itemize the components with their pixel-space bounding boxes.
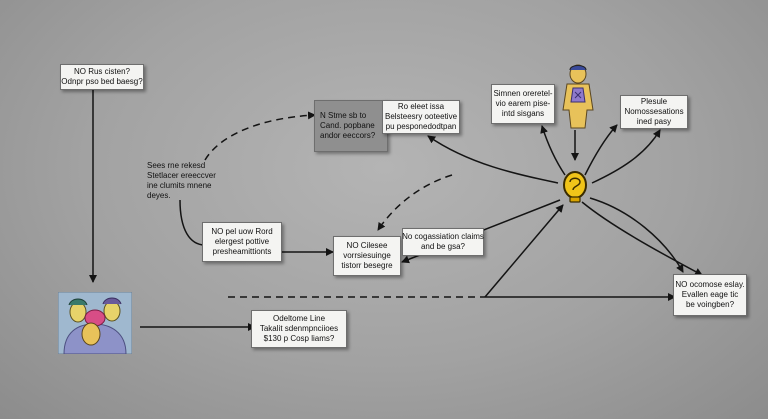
- node-top-right-figure-label-line-1: Simnen oreretel-: [493, 89, 553, 98]
- lightbulb-icon: [563, 171, 587, 203]
- node-center-box-line-1: NO Cilesee: [346, 241, 388, 250]
- node-bottom-box-line-1: Odeltome Line: [272, 314, 326, 323]
- edge-curve-left-to-box: [179, 199, 206, 246]
- node-right-box-line-1: NO ocomose eslay.: [675, 280, 745, 289]
- edge-bulb-to-figure-right: [584, 124, 618, 176]
- node-middle-left-box: NO pel uow Rord elergest pottive preshea…: [202, 222, 282, 262]
- node-top-right-box-line-2: Nomossesations: [624, 107, 684, 116]
- edge-dashed-curve-center: [377, 174, 453, 231]
- edge-dashed-curve-top: [204, 111, 316, 161]
- node-center-box-line-3: tistorr besegre: [341, 261, 393, 270]
- edge-bulb-to-right-top-box: [591, 129, 661, 184]
- node-top-right-figure-label-line-2: vio earem pise-: [495, 99, 551, 108]
- node-middle-left-box-line-2: elergest pottive: [214, 237, 270, 246]
- edge-bulb-to-right-box-a: [589, 197, 684, 273]
- node-left-description-line-3: ine clumits mnene: [147, 181, 212, 190]
- node-top-right-box-line-1: Plesule: [640, 97, 668, 106]
- node-left-description-line-2: Stetlacer ereeccver: [147, 171, 216, 180]
- node-middle-left-box-line-3: presheamittionts: [212, 247, 272, 256]
- node-top-middle-light: Ro eleet issa Belsteesry ooteetive pu pe…: [382, 100, 460, 134]
- node-center-box: NO Cilesee vorrsiesuinge tistorr besegre: [333, 236, 401, 276]
- node-top-middle-dark-line-1: N Stme sb to: [320, 111, 367, 120]
- node-top-middle-dark: N Stme sb to Cand. popbane andor eeccors…: [314, 100, 388, 152]
- node-left-description-line-1: Sees rne rekesd: [147, 161, 206, 170]
- group-of-people-icon: [58, 292, 132, 354]
- node-center-right-box: No cogassiation claims and be gsa?: [402, 228, 484, 256]
- node-top-right-figure-label-line-3: intd sisgans: [501, 109, 545, 118]
- node-top-right-box-line-3: ined pasy: [636, 117, 672, 126]
- node-top-middle-dark-line-3: andor eeccors?: [320, 131, 376, 140]
- edge-bulb-to-figure: [540, 125, 566, 176]
- standing-person-icon: [562, 64, 594, 129]
- node-top-right-figure-label: Simnen oreretel- vio earem pise- intd si…: [491, 84, 555, 124]
- node-center-right-box-line-2: and be gsa?: [420, 242, 466, 251]
- node-left-description-line-4: deyes.: [147, 191, 171, 200]
- edge-baseline-to-bulb: [484, 204, 564, 298]
- node-top-left-question: NO Rus cisten? Odnpr pso bed baesg?: [60, 64, 144, 90]
- node-right-box-line-2: Evallen eage tic: [681, 290, 739, 299]
- node-top-middle-light-line-1: Ro eleet issa: [397, 102, 445, 111]
- node-center-box-line-2: vorrsiesuinge: [343, 251, 391, 260]
- node-left-description: Sees rne rekesd Stetlacer ereeccver ine …: [142, 160, 232, 202]
- node-top-middle-light-line-2: Belsteesry ooteetive: [384, 112, 458, 121]
- node-bottom-box-line-3: $130 p Cosp liams?: [263, 334, 335, 343]
- node-top-right-box: Plesule Nomossesations ined pasy: [620, 95, 688, 129]
- node-top-middle-light-line-3: pu pesponedodtpan: [385, 122, 457, 131]
- node-bottom-box-line-2: Takalit sdenmpnciioes: [259, 324, 339, 333]
- edge-bulb-to-top-box: [427, 135, 559, 184]
- node-middle-left-box-line-1: NO pel uow Rord: [211, 227, 273, 236]
- node-top-left-question-line-1: NO Rus cisten?: [73, 67, 131, 76]
- node-bottom-box: Odeltome Line Takalit sdenmpnciioes $130…: [251, 310, 347, 348]
- node-top-left-question-line-2: Odnpr pso bed baesg?: [61, 77, 143, 86]
- node-top-middle-dark-line-2: Cand. popbane: [320, 121, 375, 130]
- node-right-box: NO ocomose eslay. Evallen eage tic be vo…: [673, 274, 747, 316]
- edge-bulb-to-right-box-b: [581, 201, 703, 276]
- node-right-box-line-3: be voingben?: [685, 300, 735, 309]
- node-center-right-box-line-1: No cogassiation claims: [402, 232, 484, 241]
